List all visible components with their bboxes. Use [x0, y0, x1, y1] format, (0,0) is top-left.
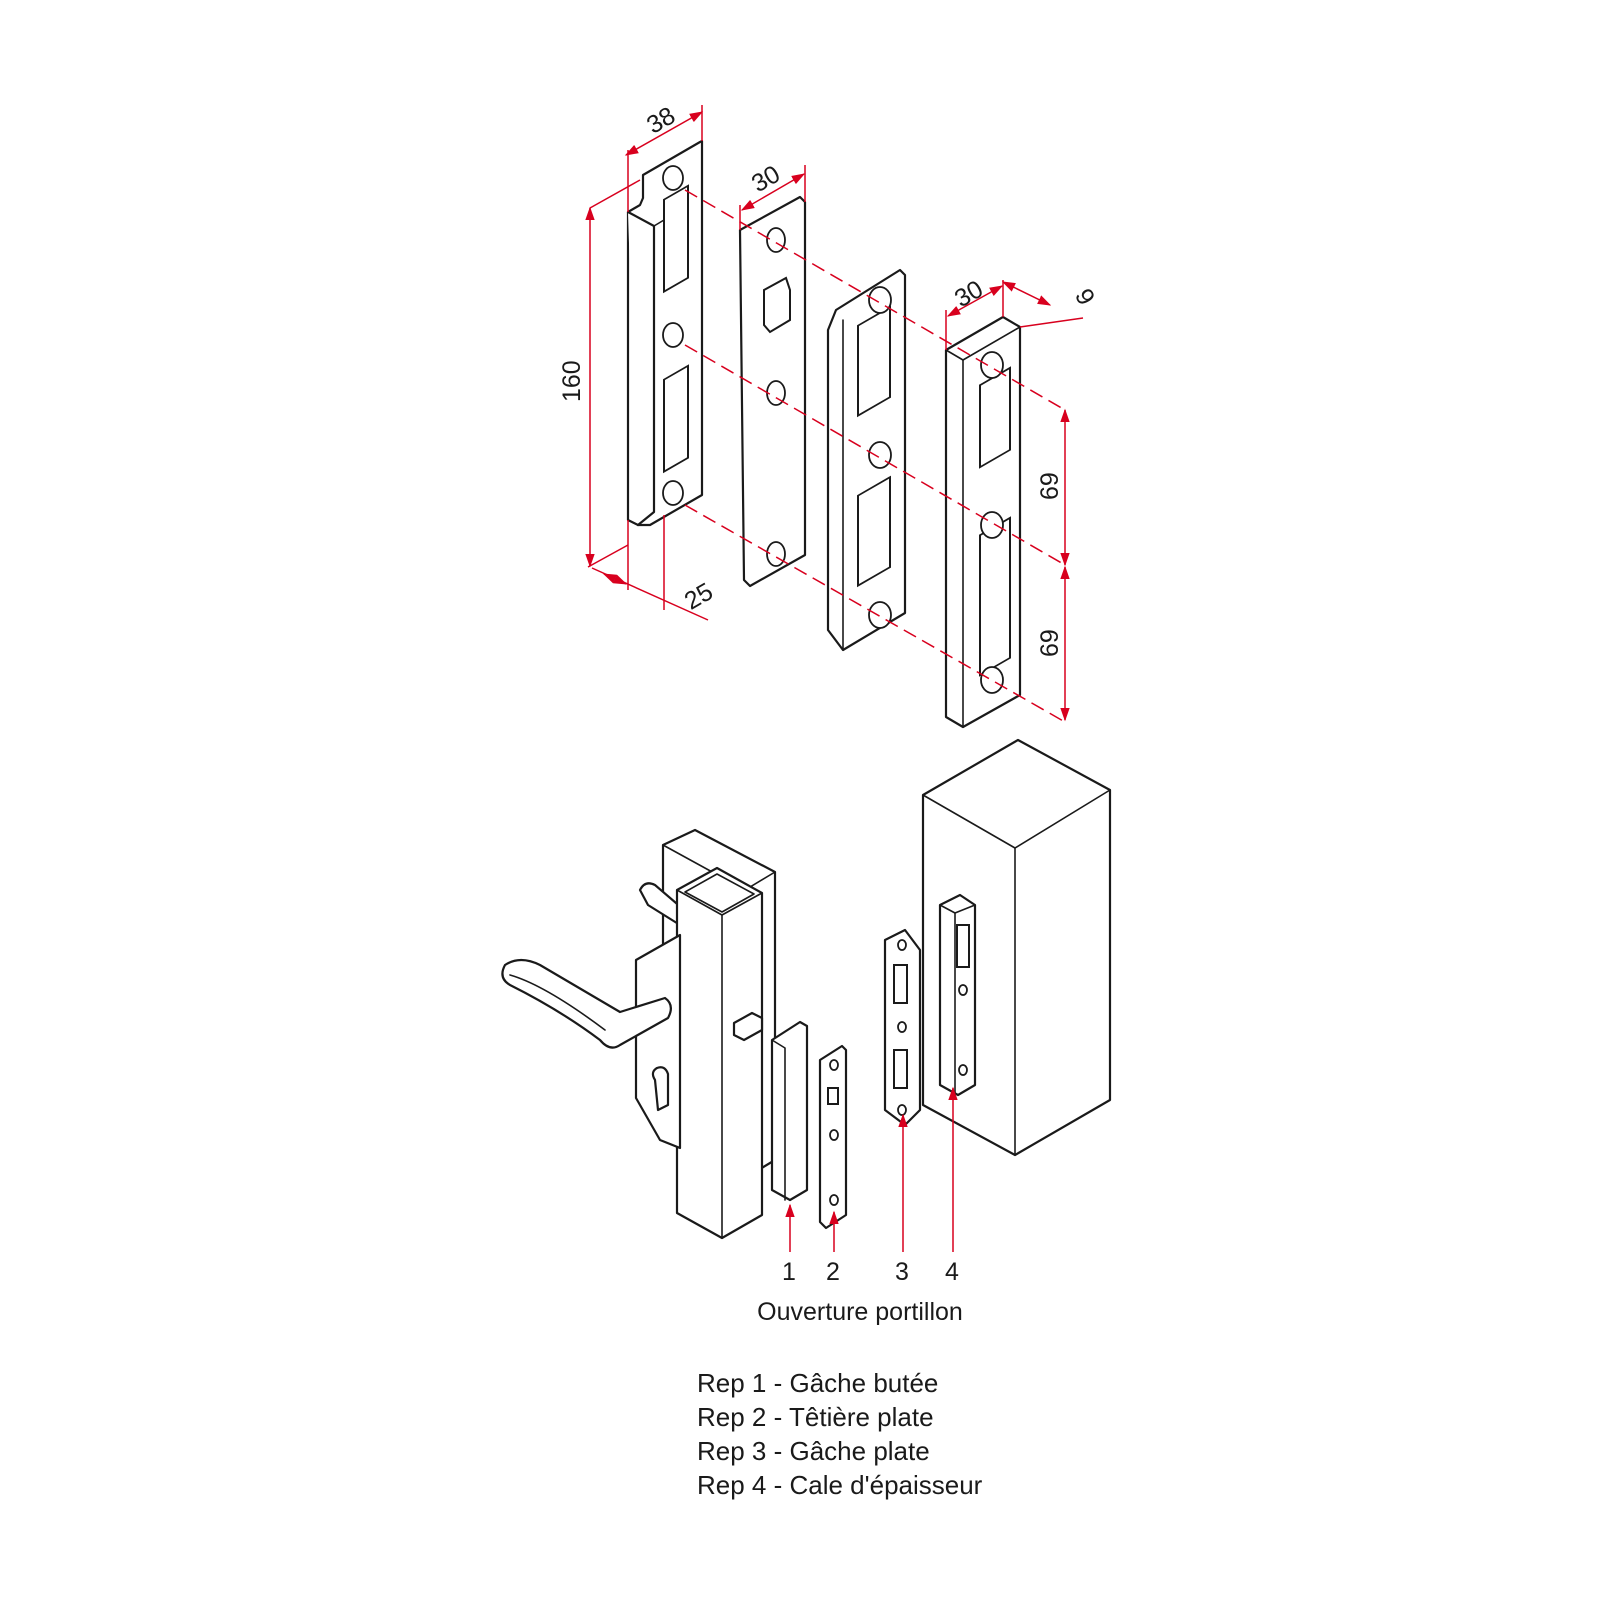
marker-1: 1: [782, 1258, 796, 1286]
dim-faceplate-width: 30: [747, 160, 785, 198]
marker-2: 2: [826, 1258, 840, 1286]
marker-4: 4: [945, 1258, 959, 1286]
legend-item: Rep 3 - Gâche plate: [697, 1436, 930, 1466]
parts-legend: Rep 1 - Gâche butée Rep 2 - Têtière plat…: [697, 1366, 982, 1502]
dim-shim-thickness: 9: [1069, 284, 1100, 310]
flat-faceplate-part: [738, 195, 807, 588]
assembly-flat-faceplate: [818, 1044, 848, 1230]
dim-shim-width: 30: [950, 275, 988, 313]
legend-item: Rep 2 - Têtière plate: [697, 1402, 934, 1432]
assembly-flat-strike: [883, 928, 922, 1127]
receiving-post: [921, 738, 1112, 1157]
reference-leaders: [785, 1086, 958, 1252]
dim-hole-spacing-upper: 69: [1036, 472, 1064, 500]
dim-strike-width: 38: [642, 101, 680, 139]
dim-hole-spacing-lower: 69: [1036, 629, 1064, 657]
shim-part: [944, 315, 1022, 729]
flat-strike-part: [826, 268, 907, 652]
stop-strike-part: [626, 139, 704, 527]
marker-3: 3: [895, 1258, 909, 1286]
assembly-caption: Ouverture portillon: [757, 1298, 963, 1326]
legend-item: Rep 1 - Gâche butée: [697, 1368, 939, 1398]
dim-strike-height: 160: [558, 360, 586, 402]
legend-item: Rep 4 - Cale d'épaisseur: [697, 1470, 983, 1500]
dimension-lines: [585, 105, 1084, 723]
gate-lock-assembly: [501, 828, 809, 1240]
